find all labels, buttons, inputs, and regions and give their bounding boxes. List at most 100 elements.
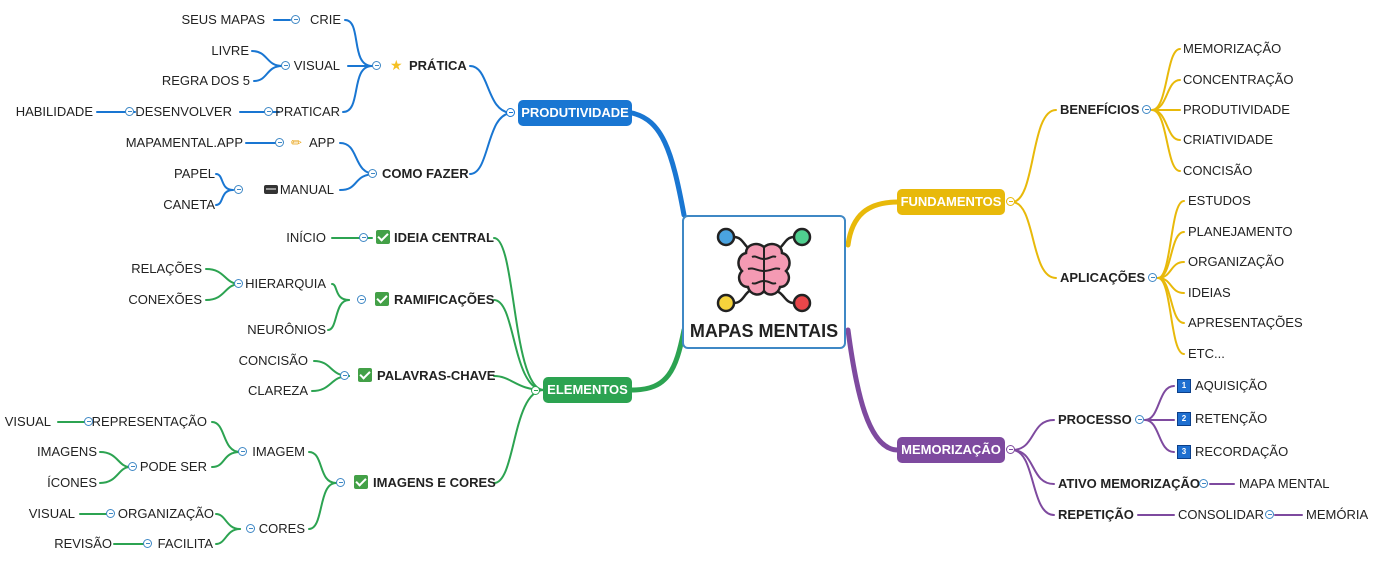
node-imagem[interactable]: IMAGEM bbox=[252, 444, 305, 459]
node-concentracao[interactable]: CONCENTRAÇÃO bbox=[1183, 72, 1294, 87]
node-mapa-mental[interactable]: MAPA MENTAL bbox=[1239, 476, 1330, 491]
subtopic-como-fazer[interactable]: COMO FAZER bbox=[382, 166, 469, 181]
check-icon bbox=[376, 230, 390, 244]
node-desenvolver[interactable]: DESENVOLVER bbox=[135, 104, 232, 119]
node-imagens[interactable]: IMAGENS bbox=[37, 444, 97, 459]
collapse-toggle-icon[interactable] bbox=[359, 233, 368, 242]
node-app[interactable]: APP bbox=[308, 135, 335, 150]
node-mapamental-app[interactable]: MAPAMENTAL.APP bbox=[125, 135, 243, 150]
subtopic-ideia-central[interactable]: IDEIA CENTRAL bbox=[394, 230, 494, 245]
node-icones[interactable]: ÍCONES bbox=[47, 475, 97, 490]
node-representacao[interactable]: REPRESENTAÇÃO bbox=[91, 414, 207, 429]
node-consolidar[interactable]: CONSOLIDAR bbox=[1178, 507, 1264, 522]
subtopic-aplicacoes[interactable]: APLICAÇÕES bbox=[1060, 270, 1146, 285]
node-neuronios[interactable]: NEURÔNIOS bbox=[247, 322, 326, 337]
collapse-toggle-icon[interactable] bbox=[264, 107, 273, 116]
topic-fundamentos[interactable]: FUNDAMENTOS bbox=[897, 189, 1005, 215]
node-cores[interactable]: CORES bbox=[258, 521, 305, 536]
node-planejamento[interactable]: PLANEJAMENTO bbox=[1188, 224, 1293, 239]
collapse-toggle-icon[interactable] bbox=[234, 279, 243, 288]
collapse-toggle-icon[interactable] bbox=[246, 524, 255, 533]
topic-produtividade[interactable]: PRODUTIVIDADE bbox=[518, 100, 632, 126]
node-memoria[interactable]: MEMÓRIA bbox=[1306, 507, 1369, 522]
collapse-toggle-icon[interactable] bbox=[1265, 510, 1274, 519]
node-visual-imagem[interactable]: VISUAL bbox=[4, 414, 51, 429]
number-icon: 1 bbox=[1177, 379, 1191, 393]
node-inicio[interactable]: INÍCIO bbox=[286, 230, 326, 245]
node-hierarquia[interactable]: HIERARQUIA bbox=[245, 276, 326, 291]
node-etc[interactable]: ETC... bbox=[1188, 346, 1225, 361]
subtopic-beneficios[interactable]: BENEFÍCIOS bbox=[1060, 102, 1140, 117]
node-concisao-beneficio[interactable]: CONCISÃO bbox=[1183, 163, 1253, 178]
node-produtividade[interactable]: PRODUTIVIDADE bbox=[1183, 102, 1290, 117]
collapse-toggle-icon[interactable] bbox=[372, 61, 381, 70]
collapse-toggle-icon[interactable] bbox=[1135, 415, 1144, 424]
node-visual[interactable]: VISUAL bbox=[293, 58, 340, 73]
node-memorizacao[interactable]: MEMORIZAÇÃO bbox=[1183, 41, 1282, 56]
collapse-toggle-icon[interactable] bbox=[368, 169, 377, 178]
topic-elementos[interactable]: ELEMENTOS bbox=[543, 377, 632, 403]
collapse-toggle-icon[interactable] bbox=[357, 295, 366, 304]
node-aquisicao[interactable]: AQUISIÇÃO bbox=[1195, 378, 1268, 393]
subtopic-palavras-chave[interactable]: PALAVRAS-CHAVE bbox=[377, 368, 496, 383]
collapse-toggle-icon[interactable] bbox=[106, 509, 115, 518]
subtopic-processo[interactable]: PROCESSO bbox=[1058, 412, 1132, 427]
subtopic-imagens-e-cores[interactable]: IMAGENS E CORES bbox=[373, 475, 496, 490]
node-caneta[interactable]: CANETA bbox=[163, 197, 215, 212]
node-manual[interactable]: MANUAL bbox=[279, 182, 334, 197]
node-crie[interactable]: CRIE bbox=[309, 12, 341, 27]
node-facilita[interactable]: FACILITA bbox=[157, 536, 213, 551]
collapse-toggle-icon[interactable] bbox=[234, 185, 243, 194]
node-revisao[interactable]: REVISÃO bbox=[54, 536, 112, 551]
subtopic-pratica[interactable]: PRÁTICA bbox=[409, 58, 467, 73]
node-ideias[interactable]: IDEIAS bbox=[1188, 285, 1231, 300]
collapse-toggle-icon[interactable] bbox=[1199, 479, 1208, 488]
node-relacoes[interactable]: RELAÇÕES bbox=[131, 261, 202, 276]
node-organizacao[interactable]: ORGANIZAÇÃO bbox=[117, 506, 214, 521]
collapse-toggle-icon[interactable] bbox=[1006, 197, 1015, 206]
node-retencao[interactable]: RETENÇÃO bbox=[1195, 411, 1268, 426]
collapse-toggle-icon[interactable] bbox=[143, 539, 152, 548]
pencil-icon: ✏ bbox=[291, 135, 302, 150]
node-livre[interactable]: LIVRE bbox=[211, 43, 249, 58]
collapse-toggle-icon[interactable] bbox=[128, 462, 137, 471]
collapse-toggle-icon[interactable] bbox=[506, 108, 515, 117]
node-visual-cores[interactable]: VISUAL bbox=[28, 506, 75, 521]
collapse-toggle-icon[interactable] bbox=[238, 447, 247, 456]
collapse-toggle-icon[interactable] bbox=[291, 15, 300, 24]
number-icon: 2 bbox=[1177, 412, 1191, 426]
collapse-toggle-icon[interactable] bbox=[336, 478, 345, 487]
node-estudos[interactable]: ESTUDOS bbox=[1188, 193, 1251, 208]
node-pode-ser[interactable]: PODE SER bbox=[139, 459, 207, 474]
node-clareza[interactable]: CLAREZA bbox=[248, 383, 308, 398]
node-conexoes[interactable]: CONEXÕES bbox=[128, 292, 202, 307]
node-criatividade[interactable]: CRIATIVIDADE bbox=[1183, 132, 1274, 147]
node-apresentacoes[interactable]: APRESENTAÇÕES bbox=[1188, 315, 1303, 330]
subtopic-ramificacoes[interactable]: RAMIFICAÇÕES bbox=[394, 292, 495, 307]
node-regra-dos-5[interactable]: REGRA DOS 5 bbox=[161, 73, 250, 88]
node-concisao[interactable]: CONCISÃO bbox=[238, 353, 308, 368]
collapse-toggle-icon[interactable] bbox=[1148, 273, 1157, 282]
topic-memorizacao[interactable]: MEMORIZAÇÃO bbox=[897, 437, 1005, 463]
node-praticar[interactable]: PRATICAR bbox=[275, 104, 340, 119]
central-topic[interactable]: MAPAS MENTAIS bbox=[682, 215, 846, 349]
collapse-toggle-icon[interactable] bbox=[125, 107, 134, 116]
check-icon bbox=[354, 475, 368, 489]
node-organizacao-aplicacao[interactable]: ORGANIZAÇÃO bbox=[1188, 254, 1285, 269]
subtopic-ativo-memorizacao[interactable]: ATIVO MEMORIZAÇÃO bbox=[1058, 476, 1201, 491]
collapse-toggle-icon[interactable] bbox=[1006, 445, 1015, 454]
subtopic-repeticao[interactable]: REPETIÇÃO bbox=[1058, 507, 1134, 522]
collapse-toggle-icon[interactable] bbox=[531, 386, 540, 395]
collapse-toggle-icon[interactable] bbox=[275, 138, 284, 147]
star-icon: ★ bbox=[390, 57, 403, 73]
collapse-toggle-icon[interactable] bbox=[84, 417, 93, 426]
node-habilidade[interactable]: HABILIDADE bbox=[15, 104, 93, 119]
collapse-toggle-icon[interactable] bbox=[1142, 105, 1151, 114]
node-seus-mapas[interactable]: SEUS MAPAS bbox=[181, 12, 265, 27]
node-recordacao[interactable]: RECORDAÇÃO bbox=[1195, 444, 1289, 459]
collapse-toggle-icon[interactable] bbox=[340, 371, 349, 380]
node-papel[interactable]: PAPEL bbox=[174, 166, 215, 181]
collapse-toggle-icon[interactable] bbox=[281, 61, 290, 70]
